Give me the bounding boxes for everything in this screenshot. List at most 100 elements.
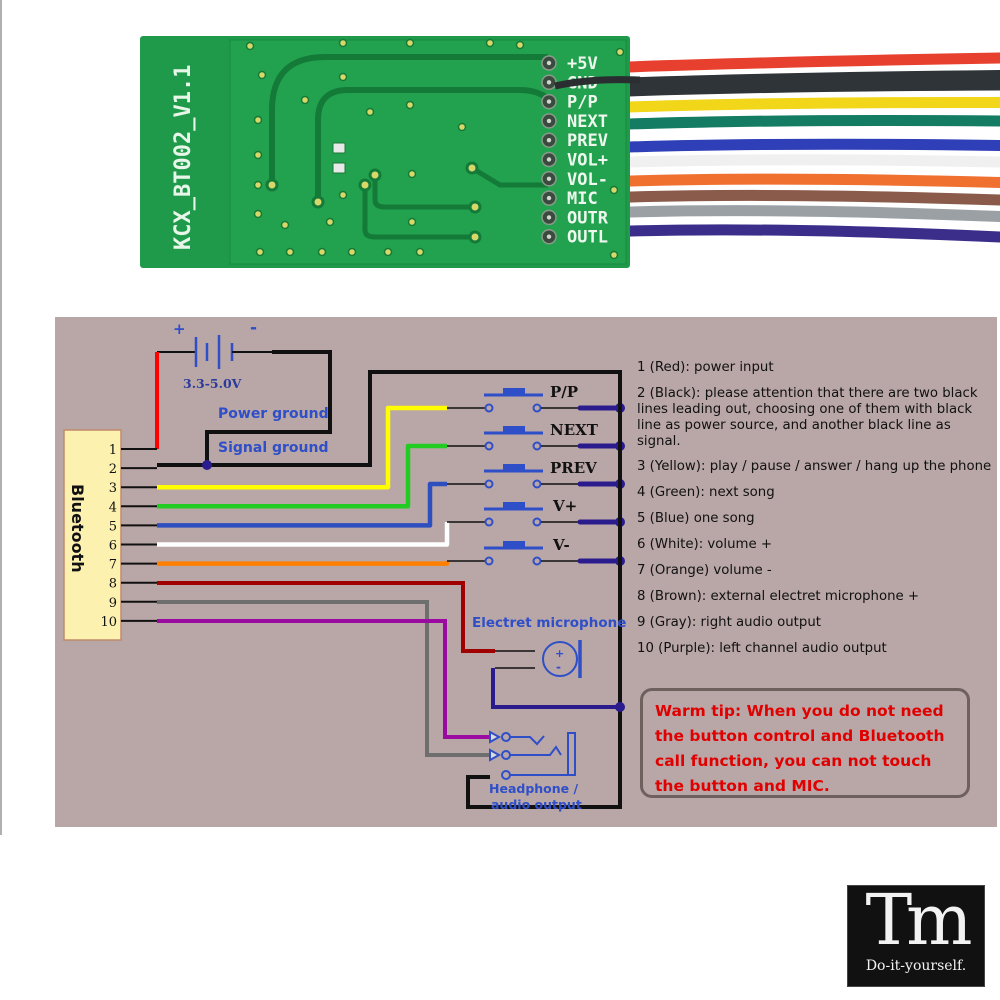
pcb-via: [515, 40, 525, 50]
pcb-via: [383, 247, 393, 257]
smd-pad: [332, 162, 346, 174]
contact: [532, 517, 542, 527]
pcb-via: [485, 38, 495, 48]
pin-hole-center: [546, 118, 552, 124]
wire-gray-right: [157, 600, 490, 757]
pcb-via: [405, 100, 415, 110]
pin-hole-center: [546, 99, 552, 104]
wire-2: [594, 79, 1000, 98]
pcb-trace-pad: [465, 161, 479, 175]
contact: [532, 479, 542, 489]
wire-3: [594, 96, 1000, 114]
legend-item-3: 3 (Yellow): play / pause / answer / hang…: [637, 459, 992, 474]
pin-hole-center: [546, 60, 552, 66]
pin-label-2: P/P: [567, 93, 598, 113]
button-prev: PREV: [484, 459, 625, 489]
button-v: V-: [484, 536, 625, 566]
pin-label-5: VOL+: [567, 151, 608, 171]
pcb-trace-pad: [368, 168, 382, 182]
pcb-trace-pad: [358, 178, 372, 192]
button-cap: [503, 502, 525, 509]
wire-green-next: [157, 443, 447, 509]
pcb-via: [300, 95, 310, 105]
wire-black-power-ground: [205, 350, 332, 465]
bluetooth-module-label: Bluetooth: [68, 484, 87, 573]
wire-yellow-play-pause: [157, 405, 447, 490]
headphone-label-line2: audio output: [491, 797, 582, 812]
pin-hole-center: [546, 234, 552, 239]
pin-number-10: 10: [100, 615, 117, 630]
pin-number-2: 2: [109, 462, 117, 477]
pin-hole-center: [546, 80, 552, 85]
contact: [484, 403, 494, 413]
button-label: P/P: [550, 383, 578, 401]
legend-item-4: 4 (Green): next song: [637, 485, 775, 500]
gnd-wire-overlay: [554, 76, 641, 90]
wire-blue-prev: [157, 481, 447, 528]
microphone-symbol: [542, 641, 578, 677]
smd-pad: [332, 142, 346, 154]
battery-symbol: [157, 335, 272, 369]
pcb-via: [255, 247, 265, 257]
pcb-via: [338, 190, 348, 200]
button-cap: [503, 541, 525, 548]
pin-hole-center: [546, 195, 552, 201]
pcb-trace: [470, 165, 548, 188]
pin-hole-center: [546, 157, 552, 162]
pin-hole-center: [546, 215, 552, 220]
module-pin-stubs: [121, 448, 157, 622]
legend-item-8: 8 (Brown): external electret microphone …: [637, 589, 920, 604]
pin-label-4: PREV: [567, 131, 608, 151]
pin-number-6: 6: [109, 539, 117, 554]
battery-minus-label: -: [250, 318, 257, 338]
legend-item-6: 6 (White): volume +: [637, 537, 773, 552]
wire-0: [594, 52, 1000, 74]
legend-item-5: 5 (Blue) one song: [637, 511, 755, 526]
pcb-via: [253, 115, 263, 125]
electret-microphone-label: Electret microphone: [472, 615, 626, 631]
signal-ground-label: Signal ground: [218, 440, 329, 456]
pcb-via: [615, 47, 625, 57]
pcb-via: [253, 209, 263, 219]
legend-item-7: 7 (Orange) volume -: [637, 563, 772, 578]
pin-label-3: NEXT: [567, 112, 608, 132]
pcb-via: [245, 41, 255, 51]
headphone-jack-symbol: [489, 730, 576, 780]
warm-tip-text: Warm tip: When you do not need the butto…: [655, 702, 945, 795]
pin-label-6: VOL-: [567, 170, 608, 190]
wire-7: [594, 173, 1000, 188]
pcb-via: [609, 250, 619, 260]
button-v: V+: [484, 497, 625, 527]
pcb-trace-pad: [311, 195, 325, 209]
logo-tagline: Do-it-yourself.: [865, 958, 967, 974]
pcb-vias: [245, 38, 625, 260]
pin-hole-center: [546, 138, 552, 143]
pcb-via: [257, 70, 267, 80]
pcb-via: [338, 38, 348, 48]
battery-voltage-label: 3.3-5.0V: [183, 376, 242, 391]
button-cap: [503, 464, 525, 471]
pcb-model-label: KCX_BT002_V1.1: [171, 65, 196, 250]
pcb-via: [280, 220, 290, 230]
wire-orange-vol-down: [157, 561, 450, 566]
contact: [484, 441, 494, 451]
headphone-label-line1: Headphone /: [489, 781, 578, 796]
contact: [484, 556, 494, 566]
pcb-via: [347, 247, 357, 257]
pin-number-8: 8: [109, 577, 117, 592]
pcb-via: [253, 150, 263, 160]
pin-number-1: 1: [109, 443, 117, 458]
button-cap: [503, 426, 525, 433]
push-buttons: P/P NEXT PREV V+ V-: [484, 383, 625, 566]
junction-dot: [202, 460, 212, 470]
pcb-trace-pad: [468, 200, 482, 214]
contact: [532, 403, 542, 413]
button-cap: [503, 388, 525, 395]
button-next: NEXT: [484, 421, 625, 451]
pcb-via: [609, 185, 619, 195]
legend-item-1: 1 (Red): power input: [637, 360, 774, 375]
page-border-line: [0, 0, 2, 835]
contact: [532, 556, 542, 566]
